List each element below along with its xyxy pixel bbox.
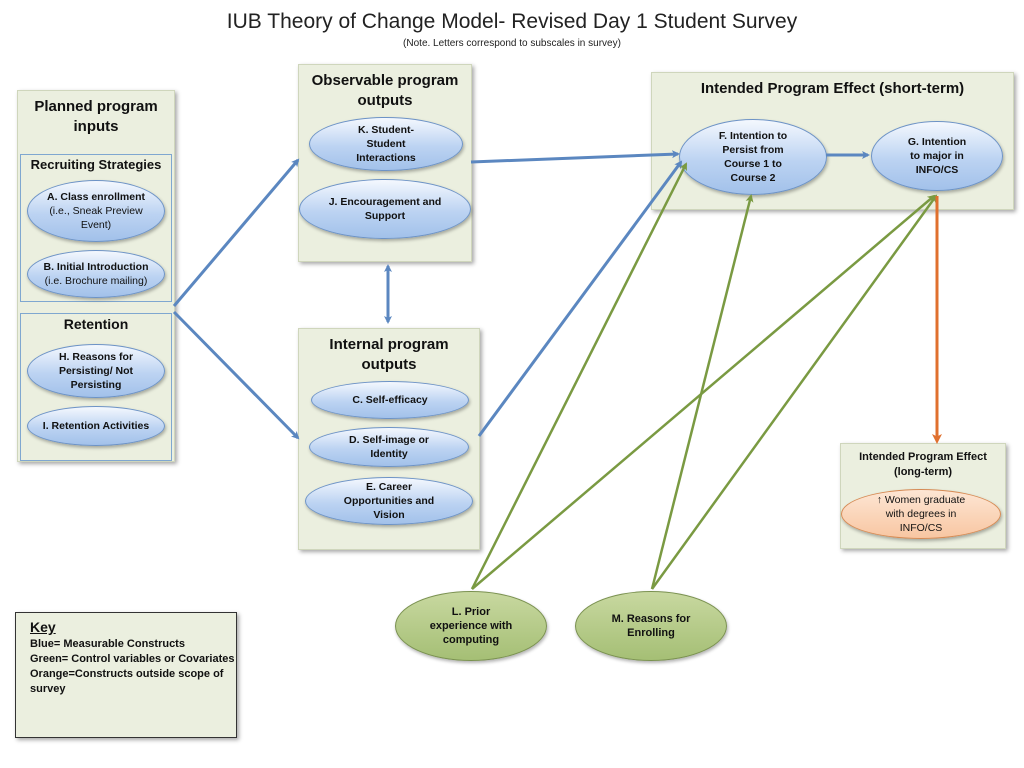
- key-title: Key: [30, 619, 56, 635]
- inputs-title: Planned program inputs: [34, 98, 158, 135]
- student-interactions-oval: K. Student-Student Interactions: [309, 117, 463, 171]
- recruiting-box: Recruiting Strategies A. Class enrollmen…: [20, 154, 172, 302]
- intention-major-oval: G. Intention to major in INFO/CS: [871, 121, 1003, 191]
- reasons-persisting-oval: H. Reasons for Persisting/ Not Persistin…: [27, 344, 165, 398]
- key-green: Green= Control variables or Covariates: [30, 653, 235, 665]
- self-image-oval: D. Self-image or Identity: [309, 427, 469, 467]
- initial-introduction-label: B. Initial Introduction: [43, 261, 149, 273]
- career-opportunities-oval: E. Career Opportunities and Vision: [305, 477, 473, 525]
- reasons-enrolling-oval: M. Reasons for Enrolling: [575, 591, 727, 661]
- key-blue: Blue= Measurable Constructs: [30, 638, 185, 650]
- key-orange: Orange=Constructs outside scope of surve…: [30, 668, 224, 695]
- initial-introduction-oval: B. Initial Introduction (i.e. Brochure m…: [27, 250, 165, 298]
- arrow-inputs-to-internal: [172, 310, 300, 440]
- internal-panel: Internal program outputs C. Self-efficac…: [298, 328, 480, 550]
- class-enrollment-label: A. Class enrollment: [46, 191, 146, 203]
- arrow-enrolling-to-persist: [650, 194, 754, 590]
- long-term-panel: Intended Program Effect (long-term) ↑ Wo…: [840, 443, 1006, 549]
- short-term-panel: Intended Program Effect (short-term) F. …: [651, 72, 1014, 210]
- encouragement-oval: J. Encouragement and Support: [299, 179, 471, 239]
- self-efficacy-oval: C. Self-efficacy: [311, 381, 469, 419]
- arrow-observable-to-persist: [470, 150, 680, 164]
- recruiting-title: Recruiting Strategies: [30, 157, 162, 172]
- intention-persist-oval: F. Intention to Persist from Course 1 to…: [679, 119, 827, 195]
- internal-title: Internal program outputs: [329, 336, 449, 373]
- diagram-title: IUB Theory of Change Model- Revised Day …: [226, 10, 798, 33]
- retention-title: Retention: [63, 316, 129, 332]
- arrow-prior-to-persist: [470, 162, 688, 590]
- retention-box: Retention H. Reasons for Persisting/ Not…: [20, 313, 172, 461]
- arrow-inputs-to-observable: [172, 158, 300, 307]
- women-graduate-oval: ↑ Women graduate with degrees in INFO/CS: [841, 489, 1001, 539]
- observable-panel: Observable program outputs K. Student-St…: [298, 64, 472, 262]
- class-enrollment-oval: A. Class enrollment (i.e., Sneak Preview…: [27, 180, 165, 242]
- prior-experience-oval: L. Prior experience with computing: [395, 591, 547, 661]
- observable-title: Observable program outputs: [311, 72, 459, 109]
- long-term-title: Intended Program Effect (long-term): [859, 451, 987, 478]
- inputs-panel: Planned program inputs Recruiting Strate…: [17, 90, 175, 462]
- class-enrollment-detail: (i.e., Sneak Preview Event): [49, 205, 143, 231]
- diagram-subtitle: (Note. Letters correspond to subscales i…: [403, 38, 621, 49]
- initial-introduction-detail: (i.e. Brochure mailing): [44, 275, 148, 287]
- short-term-title: Intended Program Effect (short-term): [700, 80, 965, 97]
- retention-activities-oval: I. Retention Activities: [27, 406, 165, 446]
- key-box: Key Blue= Measurable Constructs Green= C…: [15, 612, 237, 738]
